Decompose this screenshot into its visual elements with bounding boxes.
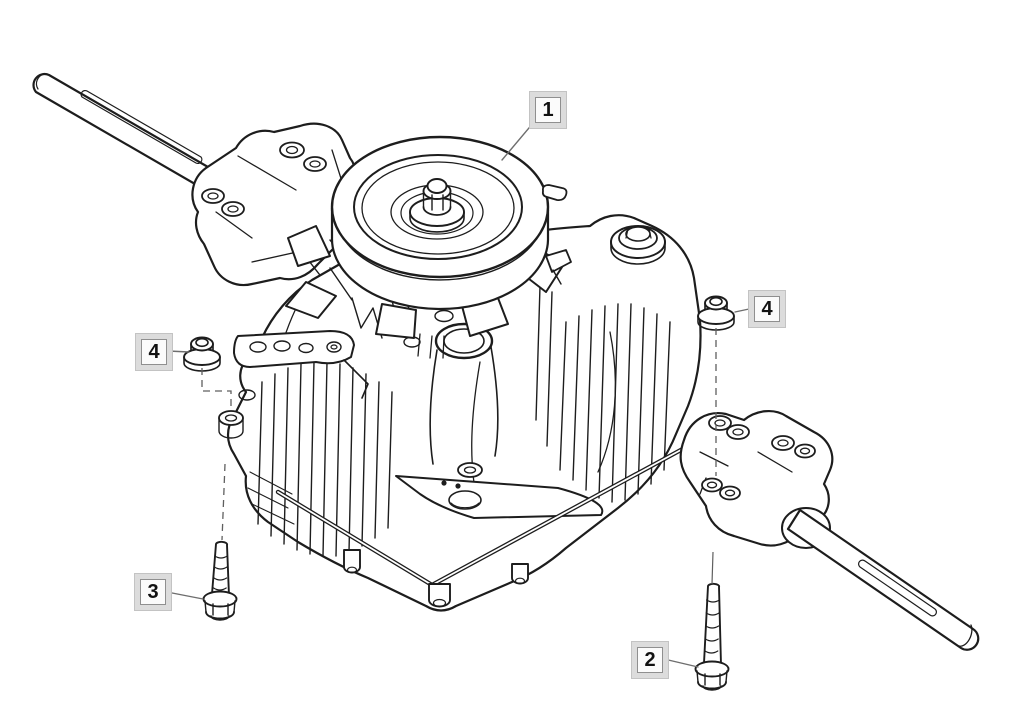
dashed-alignment-lines (201, 328, 717, 585)
bottom-studs (343, 549, 529, 608)
vent-cap (610, 225, 666, 265)
cooling-fins-left (247, 361, 393, 557)
callout-2-label: 2 (644, 649, 656, 671)
flange-nut-right-drawing (697, 295, 735, 331)
oil-port (429, 322, 499, 465)
callout-1-label: 1 (542, 99, 554, 121)
callout-4-right-label: 4 (761, 298, 773, 320)
callout-4-left-label: 4 (148, 341, 160, 363)
front-plate-drawing (395, 475, 604, 519)
callout-4-right[interactable]: 4 (754, 296, 780, 322)
flange-nut-left-drawing (183, 336, 221, 372)
left-nut-boss (218, 410, 244, 439)
pulley-drawing (330, 135, 572, 311)
callout-4-left[interactable]: 4 (141, 339, 167, 365)
left-axle-shaft-drawing (32, 72, 248, 208)
callout-1[interactable]: 1 (535, 97, 561, 123)
mounting-bolt-left-drawing (202, 540, 238, 621)
brake-arm-drawing (233, 330, 369, 399)
callout-3[interactable]: 3 (140, 579, 166, 605)
right-axle-shaft-drawing (786, 508, 980, 651)
mounting-bolt-right-drawing (694, 582, 730, 691)
callout-2[interactable]: 2 (637, 647, 663, 673)
callout-leader-lines (166, 121, 750, 668)
callout-3-label: 3 (147, 581, 159, 603)
